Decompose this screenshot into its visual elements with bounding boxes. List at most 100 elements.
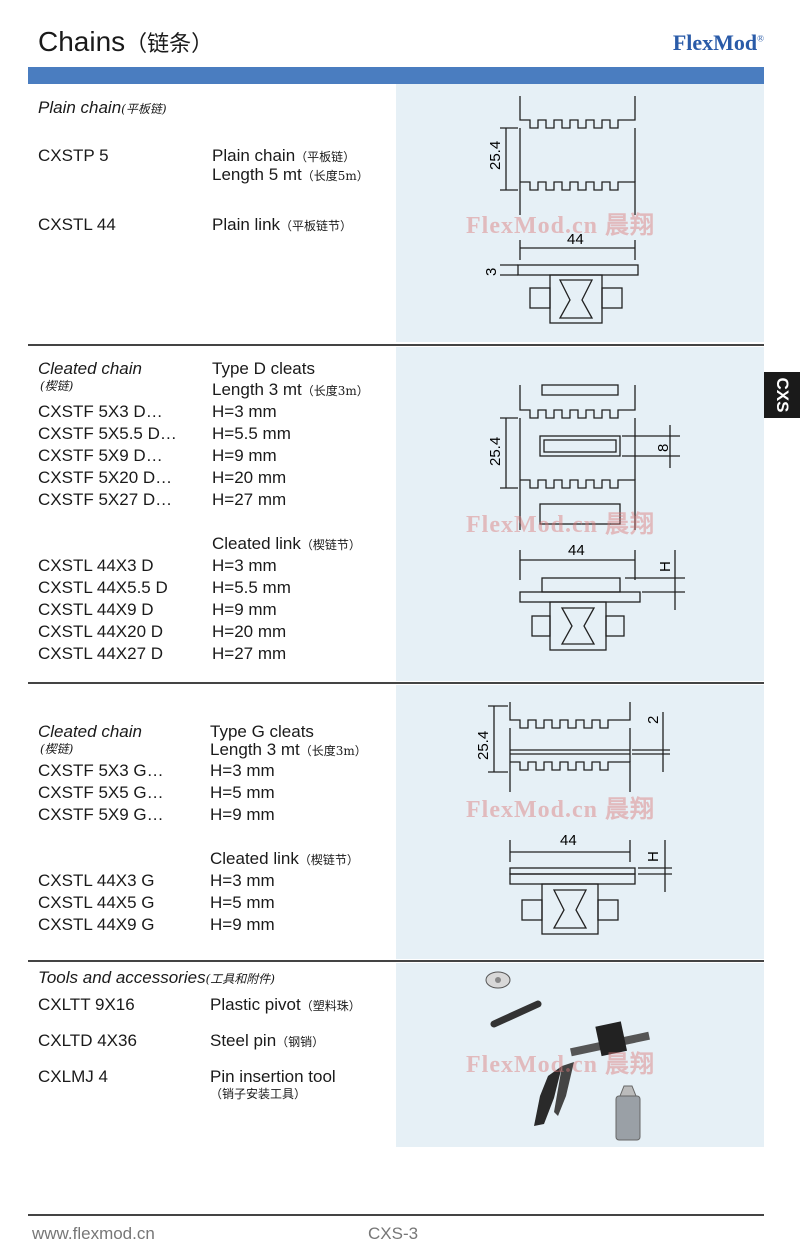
watermark: FlexMod.cn 晨翔	[466, 213, 655, 239]
product-code: CXSTL 44X5.5 D	[38, 578, 168, 597]
product-code: CXSTL 44X9 D	[38, 600, 154, 619]
dim-width: 44	[567, 231, 584, 248]
product-code: CXSTF 5X3 G…	[38, 761, 164, 780]
header-bar	[28, 67, 764, 84]
link-label: Cleated link（楔链节）	[212, 533, 361, 556]
product-code: CXSTF 5X27 D…	[38, 490, 173, 509]
link-cn: （楔链节）	[298, 853, 359, 867]
watermark: FlexMod.cn 晨翔	[466, 512, 655, 538]
section-tab[interactable]: CXS	[764, 372, 800, 418]
brand-mark: ®	[757, 33, 764, 44]
length-label: Length 3 mt（长度3m）	[212, 379, 369, 402]
product-height: H=3 mm	[212, 556, 277, 575]
tools-illustration	[485, 971, 650, 1141]
product-code: CXSTL 44X27 D	[38, 644, 164, 663]
brand-text: FlexMod	[672, 30, 758, 55]
section-tab-label: CXS	[773, 377, 792, 413]
product-height: H=5 mm	[210, 893, 275, 912]
product-code: CXLTT 9X16	[38, 995, 135, 1014]
pin-insertion-tool-icon	[534, 1021, 650, 1126]
tools-heading: Tools and accessories(工具和附件)	[38, 967, 275, 990]
cleated-d-heading-cn: (楔链)	[40, 379, 74, 393]
dim-cleat: 2	[645, 716, 662, 724]
product-height: H=9 mm	[210, 805, 275, 824]
plain-chain-heading: Plain chain(平板链)	[38, 97, 167, 120]
dim-width: 44	[568, 542, 585, 559]
product-code: CXLTD 4X36	[38, 1031, 137, 1050]
desc-text: Steel pin	[210, 1031, 277, 1050]
desc-cn: （平板链节）	[280, 219, 353, 233]
product-code: CXSTL 44X5 G	[38, 893, 155, 912]
product-length: Length 5 mt（长度5m）	[212, 164, 369, 187]
oil-can-icon	[615, 1085, 641, 1141]
cleated-d-drawing: 25.4 8 44 H	[487, 384, 685, 651]
brand-logo: FlexMod®	[673, 30, 764, 56]
length-text: Length 3 mt	[210, 740, 300, 759]
type-label: Type G cleats	[210, 722, 314, 741]
product-code: CXSTL 44X9 G	[38, 915, 155, 934]
section-divider	[28, 682, 764, 684]
product-height: H=27 mm	[212, 490, 287, 509]
product-desc: Steel pin（钢销）	[210, 1030, 324, 1053]
product-height: H=20 mm	[212, 622, 287, 641]
cleated-g-drawing-panel	[396, 685, 764, 959]
cleated-g-drawing: 25.4 2 44 H	[475, 702, 672, 935]
title-text: Chains	[38, 26, 126, 57]
page-title: Chains（链条）	[38, 26, 213, 58]
desc-text: Plain chain	[212, 146, 296, 165]
product-height: H=3 mm	[212, 402, 277, 421]
title-cn: （链条）	[125, 32, 214, 57]
heading-cn: (工具和附件)	[205, 972, 275, 986]
watermark: FlexMod.cn 晨翔	[466, 797, 655, 823]
product-code: CXSTL 44X3 D	[38, 556, 154, 575]
length-label: Length 3 mt（长度3m）	[210, 739, 367, 762]
page-number: CXS-3	[368, 1224, 419, 1243]
tools-photo-panel	[396, 963, 764, 1147]
length-cn: （长度3m）	[299, 744, 367, 758]
product-desc: Plain chain（平板链）	[212, 145, 355, 168]
dim-thick: 3	[483, 268, 500, 276]
product-desc: Plastic pivot（塑料珠）	[210, 994, 361, 1017]
product-code: CXSTP 5	[38, 146, 109, 165]
dim-height: H	[645, 851, 662, 862]
product-code: CXSTF 5X9 D…	[38, 446, 163, 465]
product-code: CXSTF 5X5.5 D…	[38, 424, 177, 443]
desc-text: Plain link	[212, 215, 281, 234]
product-desc: Pin insertion tool	[210, 1067, 336, 1086]
product-code: CXSTL 44X3 G	[38, 871, 155, 890]
product-desc: Plain link（平板链节）	[212, 214, 352, 237]
cleated-g-heading-cn: (楔链)	[40, 742, 74, 756]
link-text: Cleated link	[210, 849, 299, 868]
plain-chain-drawing-panel	[396, 84, 764, 342]
footer-url[interactable]: www.flexmod.cn	[32, 1224, 155, 1243]
desc-text: Plastic pivot	[210, 995, 301, 1014]
product-height: H=9 mm	[212, 600, 277, 619]
desc-cn: （平板链）	[295, 150, 356, 164]
heading-text: Plain chain	[38, 98, 122, 117]
length-text: Length 3 mt	[212, 380, 302, 399]
link-label: Cleated link（楔链节）	[210, 848, 359, 871]
product-height: H=27 mm	[212, 644, 287, 663]
length-cn: （长度5m）	[301, 169, 369, 183]
cleated-d-heading: Cleated chain	[38, 359, 142, 378]
dim-pitch: 25.4	[475, 731, 492, 760]
product-code: CXSTF 5X5 G…	[38, 783, 164, 802]
product-code: CXSTF 5X9 G…	[38, 805, 164, 824]
length-cn: （长度3m）	[301, 384, 369, 398]
product-code: CXLMJ 4	[38, 1067, 108, 1086]
product-code: CXSTL 44	[38, 215, 116, 234]
length-text: Length 5 mt	[212, 165, 302, 184]
link-cn: （楔链节）	[300, 538, 361, 552]
product-height: H=3 mm	[210, 761, 275, 780]
product-height: H=9 mm	[212, 446, 277, 465]
dim-width: 44	[560, 832, 577, 849]
desc-cn: （塑料珠）	[300, 999, 361, 1013]
product-height: H=3 mm	[210, 871, 275, 890]
product-height: H=5 mm	[210, 783, 275, 802]
link-text: Cleated link	[212, 534, 301, 553]
product-height: H=9 mm	[210, 915, 275, 934]
desc-cn: （钢销）	[276, 1035, 325, 1049]
heading-cn: (平板链)	[121, 102, 167, 116]
dim-height: H	[657, 561, 674, 572]
heading-text: Tools and accessories	[38, 968, 206, 987]
